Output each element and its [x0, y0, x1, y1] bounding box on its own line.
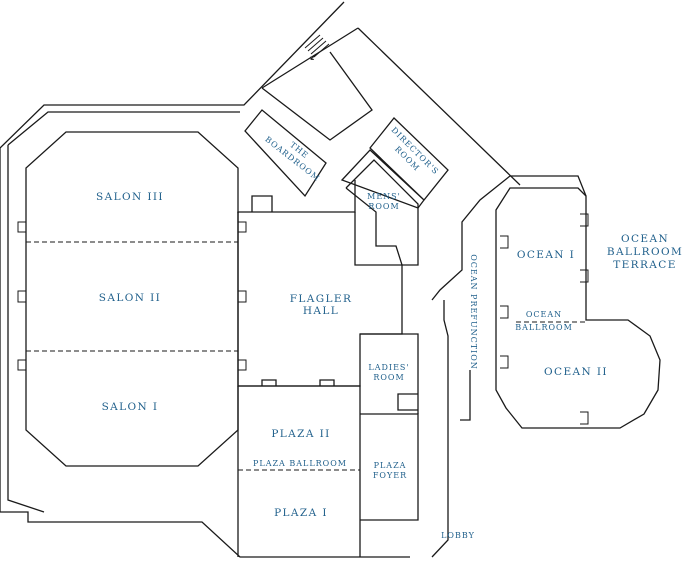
- stair: [304, 34, 330, 58]
- directors-room-walls: [340, 117, 449, 209]
- terrace-line1: OCEAN: [621, 233, 669, 245]
- room-salon-1: SALON I: [102, 401, 159, 413]
- room-plaza-2: PLAZA II: [271, 428, 330, 440]
- plaza-ballroom-walls: [237, 385, 419, 557]
- room-plaza-foyer-line1: PLAZA: [374, 461, 407, 470]
- room-flagler-hall-line1: FLAGLER: [290, 293, 353, 305]
- room-plaza-1: PLAZA I: [274, 507, 328, 519]
- room-ocean-2: OCEAN II: [544, 366, 608, 378]
- room-ladies-line2: ROOM: [373, 373, 404, 382]
- room-ocean-ballroom-line1: OCEAN: [526, 310, 562, 319]
- room-plaza-ballroom: PLAZA BALLROOM: [253, 459, 347, 468]
- prefunction-walls: [431, 175, 587, 558]
- stair-arrow: ↙: [309, 50, 318, 63]
- room-ocean-1: OCEAN I: [517, 249, 575, 261]
- ocean-ballroom-walls: [495, 187, 661, 429]
- terrace-line2: BALLROOM: [607, 246, 683, 258]
- room-mens-line1: MENS': [367, 192, 401, 201]
- room-mens-line2: ROOM: [368, 202, 399, 211]
- room-ladies-line1: LADIES': [368, 363, 409, 372]
- mens-room-walls: [345, 159, 419, 266]
- salon-alcoves: [17, 221, 247, 371]
- ladies-room-walls: [360, 333, 419, 414]
- ocean-bumps: [500, 213, 589, 425]
- salon-block: [25, 131, 239, 467]
- flagler-hall-walls: [237, 195, 403, 387]
- room-salon-3: SALON III: [96, 191, 164, 203]
- outer-wall: [0, 1, 521, 558]
- boardroom-walls: [244, 27, 373, 198]
- room-ocean-prefunction: OCEAN PREFUNCTION: [469, 254, 478, 370]
- room-lobby: LOBBY: [441, 531, 475, 540]
- room-salon-2: SALON II: [99, 292, 161, 304]
- room-ocean-ballroom-line2: BALLROOM: [515, 323, 573, 332]
- terrace-line3: TERRACE: [613, 259, 677, 271]
- room-flagler-hall-line2: HALL: [303, 305, 339, 317]
- room-plaza-foyer-line2: FOYER: [373, 471, 407, 480]
